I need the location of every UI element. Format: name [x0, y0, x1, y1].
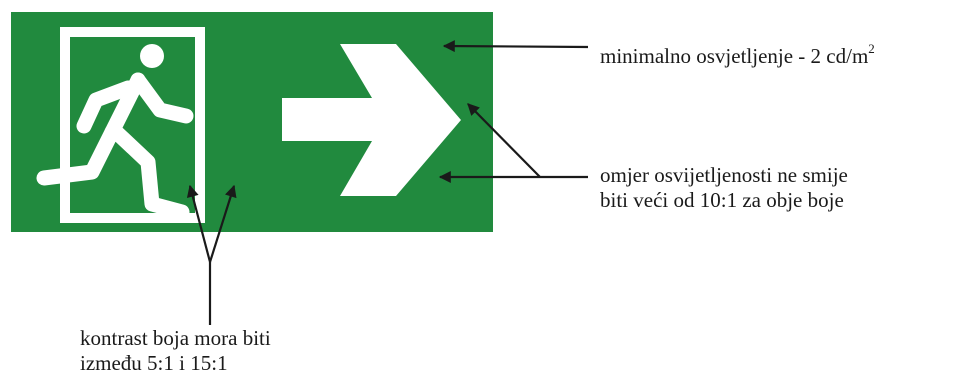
- min-lighting-label: minimalno osvjetljenje - 2 cd/m2: [600, 38, 875, 69]
- color-contrast-label: kontrast boja mora biti između 5:1 i 15:…: [80, 326, 271, 376]
- exit-sign: [11, 12, 493, 232]
- min-lighting-superscript: 2: [868, 41, 875, 56]
- color-contrast-line-2: između 5:1 i 15:1: [80, 351, 228, 375]
- running-man-icon: [36, 44, 194, 220]
- right-arrow-icon: [282, 44, 461, 196]
- min-lighting-text: minimalno osvjetljenje - 2 cd/m: [600, 44, 869, 68]
- luminance-ratio-label: omjer osvijetljenosti ne smije biti veći…: [600, 163, 848, 213]
- ratio-arrow-upper: [467, 103, 541, 178]
- luminance-ratio-line-1: omjer osvijetljenosti ne smije: [600, 163, 848, 187]
- color-contrast-line-1: kontrast boja mora biti: [80, 326, 271, 350]
- luminance-ratio-line-2: biti veći od 10:1 za obje boje: [600, 188, 844, 212]
- contrast-arrow-right: [208, 184, 237, 263]
- min-lighting-arrow: [442, 40, 589, 53]
- annotation-arrows: [186, 40, 589, 325]
- contrast-arrow-left: [186, 184, 212, 263]
